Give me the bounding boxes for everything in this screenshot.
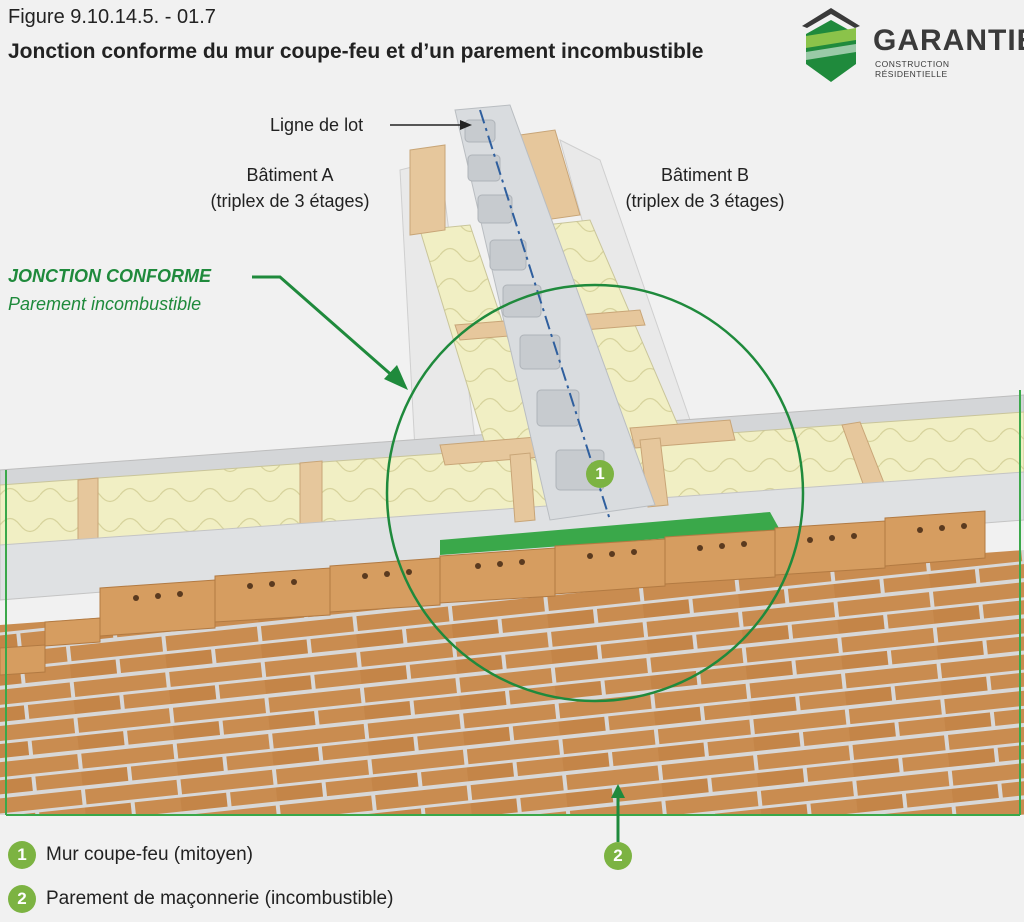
junction-arrowhead bbox=[384, 365, 408, 390]
junction-title: JONCTION CONFORME bbox=[8, 266, 212, 286]
brick-holes bbox=[133, 523, 967, 601]
firewall-block-cells bbox=[464, 119, 605, 491]
building-b-label: Bâtiment B (triplex de 3 étages) bbox=[605, 162, 805, 214]
callout-2-arrowhead bbox=[611, 784, 625, 798]
figure-title: Jonction conforme du mur coupe-feu et d’… bbox=[8, 40, 704, 63]
lot-line-arrowhead bbox=[460, 120, 472, 130]
logo-tagline: CONSTRUCTION RÉSIDENTIELLE bbox=[875, 59, 950, 79]
building-a-label: Bâtiment A (triplex de 3 étages) bbox=[190, 162, 390, 214]
legend-text-2: Parement de maçonnerie (incombustible) bbox=[46, 888, 394, 909]
junction-arrow bbox=[252, 275, 396, 380]
house-shield-icon bbox=[802, 8, 860, 82]
junction-subtitle: Parement incombustible bbox=[8, 294, 202, 314]
garantie-logo: GARANTIE CONSTRUCTION RÉSIDENTIELLE bbox=[800, 6, 1024, 86]
building-a-note: (triplex de 3 étages) bbox=[210, 191, 370, 211]
legend-badge-1: 1 bbox=[8, 841, 36, 869]
legend-item-2: 2 Parement de maçonnerie (incombustible) bbox=[8, 885, 393, 913]
figure-number: Figure 9.10.14.5. - 01.7 bbox=[8, 6, 216, 28]
junction-detail-circle bbox=[385, 283, 805, 703]
top-brick-course bbox=[0, 510, 986, 676]
legend-badge-2: 2 bbox=[8, 885, 36, 913]
lot-line bbox=[479, 109, 611, 521]
legend-item-1: 1 Mur coupe-feu (mitoyen) bbox=[8, 841, 253, 869]
building-a-name: Bâtiment A bbox=[246, 165, 334, 185]
legend-text-1: Mur coupe-feu (mitoyen) bbox=[46, 844, 253, 865]
firewall-framing bbox=[409, 129, 736, 523]
building-b-note: (triplex de 3 étages) bbox=[625, 191, 785, 211]
logo-name: GARANTIE bbox=[873, 24, 1024, 57]
building-b-name: Bâtiment B bbox=[660, 165, 750, 185]
callout-1-badge: 1 bbox=[586, 460, 614, 488]
membrane-strip bbox=[440, 512, 780, 555]
callout-2-badge: 2 bbox=[604, 842, 632, 870]
lot-line-label: Ligne de lot bbox=[270, 115, 364, 135]
